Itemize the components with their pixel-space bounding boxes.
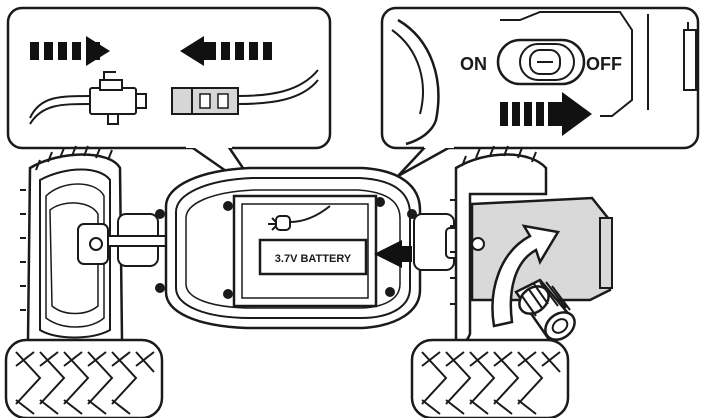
arrow-right-icon (30, 36, 110, 66)
screw-knob (514, 278, 576, 341)
battery-label: 3.7V BATTERY (275, 253, 352, 265)
switch-off-label: OFF (586, 54, 622, 74)
battery: 3.7V BATTERY (258, 238, 368, 276)
rc-car: 3.7V BATTERY (4, 145, 613, 418)
left-axle (77, 213, 169, 267)
switch-callout: ON OFF (380, 6, 700, 178)
switch-on-label: ON (460, 54, 487, 74)
plug-right (171, 69, 319, 115)
arrow-right-icon (500, 92, 592, 136)
plug-left (29, 71, 147, 125)
right-wheel (410, 338, 570, 418)
power-switch (496, 38, 586, 86)
arrow-left-icon (180, 36, 272, 66)
curved-arrow-icon (491, 224, 561, 328)
left-wheel (4, 338, 164, 418)
connector-callout (6, 6, 332, 198)
